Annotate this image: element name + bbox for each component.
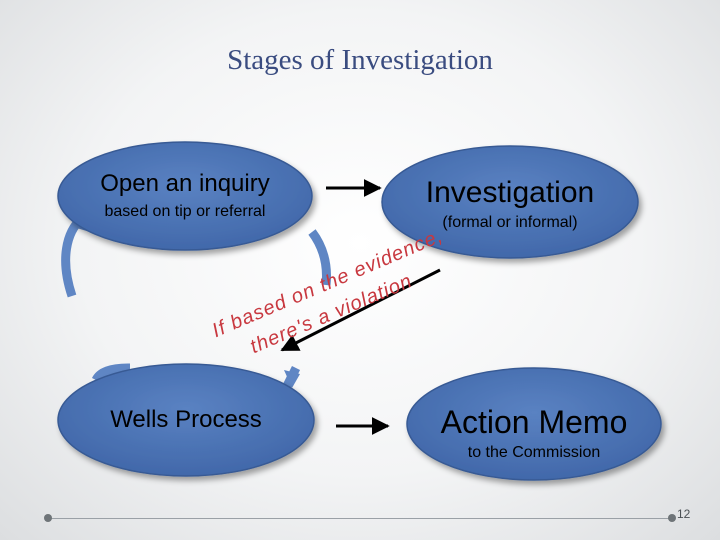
footer-rule — [48, 518, 673, 519]
open-inquiry-label: Open an inquiry — [100, 170, 270, 197]
footer-dot-left — [44, 514, 52, 522]
curved-arrow-bottom-right-head — [284, 370, 300, 388]
investigation-label: Investigation — [425, 176, 595, 209]
arrow-investigation-to-wells — [280, 268, 441, 352]
slide-title: Stages of Investigation — [227, 44, 493, 76]
wells-process-label: Wells Process — [110, 406, 262, 433]
action-memo-label: Action Memo — [440, 404, 628, 440]
open-inquiry-sublabel: based on tip or referral — [104, 203, 266, 220]
investigation-sublabel: (formal or informal) — [442, 214, 578, 231]
footer-dot-right — [668, 514, 676, 522]
node-open-inquiry — [57, 141, 313, 251]
curved-arrow-bottom-left — [91, 363, 131, 383]
curved-arrow-mid — [308, 229, 331, 286]
node-wells-process — [57, 363, 315, 477]
curved-arrow-left — [61, 214, 86, 298]
node-action-memo — [406, 367, 662, 481]
page-number: 12 — [677, 507, 691, 521]
node-investigation — [381, 145, 639, 259]
action-memo-sublabel: to the Commission — [467, 444, 601, 461]
